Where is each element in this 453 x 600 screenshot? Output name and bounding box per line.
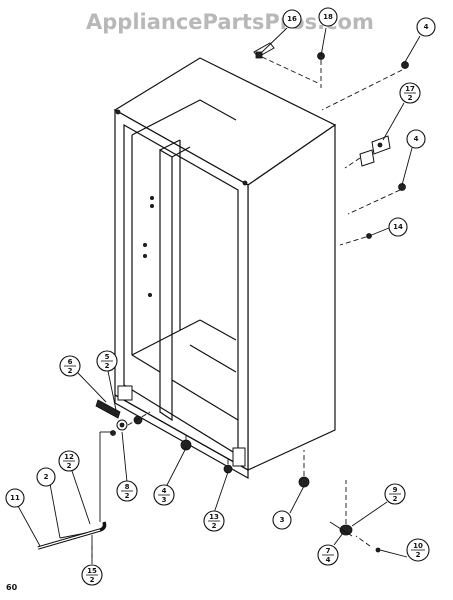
svg-text:4: 4 [326, 556, 331, 564]
callout-14: 14 [388, 217, 408, 237]
callout-10-2: 10 2 [406, 538, 430, 562]
callout-3: 3 [272, 510, 292, 530]
callout-4-side: 4 [406, 129, 426, 149]
svg-text:16: 16 [287, 15, 297, 23]
callout-9-2: 9 2 [384, 483, 406, 505]
svg-text:4: 4 [162, 487, 167, 495]
svg-text:2: 2 [68, 367, 73, 375]
svg-text:4: 4 [414, 135, 419, 143]
leveling-leg-left [133, 415, 143, 425]
center-mullion [159, 148, 173, 422]
callout-4-top: 4 [416, 17, 436, 37]
callout-2: 2 [36, 467, 56, 487]
callout-11: 11 [5, 488, 25, 508]
callout-6-2: 6 2 [59, 355, 81, 377]
inner-top-edge [131, 99, 237, 136]
callout-17-2: 17 2 [399, 82, 421, 104]
svg-text:9: 9 [393, 486, 398, 494]
callout-15-2: 15 2 [81, 564, 103, 586]
svg-text:2: 2 [105, 362, 110, 370]
svg-text:14: 14 [393, 223, 403, 231]
svg-text:4: 4 [424, 23, 429, 31]
screw-4-top [401, 61, 409, 69]
svg-text:2: 2 [44, 473, 49, 481]
cabinet-base [114, 393, 249, 480]
refrigerator-cabinet [113, 57, 337, 480]
svg-text:2: 2 [408, 94, 413, 102]
screw-8 [110, 430, 116, 436]
svg-text:2: 2 [416, 551, 421, 559]
svg-text:2: 2 [67, 462, 72, 470]
svg-text:11: 11 [10, 494, 20, 502]
right-roller-bracket [232, 447, 246, 467]
callout-16: 16 [282, 9, 302, 29]
front-roller-bracket [117, 385, 133, 401]
dashed-alignment-lines [91, 56, 403, 560]
svg-text:7: 7 [326, 547, 331, 555]
svg-text:13: 13 [209, 513, 219, 521]
water-tube-11 [37, 431, 112, 550]
svg-text:8: 8 [125, 483, 130, 491]
roller-bracket-6 [95, 399, 128, 431]
svg-text:15: 15 [87, 567, 97, 575]
svg-text:3: 3 [280, 516, 285, 524]
svg-text:3: 3 [162, 496, 167, 504]
screw-10 [375, 547, 381, 553]
svg-text:2: 2 [212, 522, 217, 530]
svg-text:2: 2 [393, 495, 398, 503]
svg-text:18: 18 [323, 13, 333, 21]
svg-text:2: 2 [90, 576, 95, 584]
callout-4-3: 4 3 [153, 484, 175, 506]
screw-13 [223, 464, 233, 474]
callout-12-2: 12 2 [58, 450, 80, 472]
callout-8-2: 8 2 [116, 480, 138, 502]
callout-18: 18 [318, 7, 338, 27]
svg-text:12: 12 [64, 453, 74, 461]
svg-text:6: 6 [68, 358, 73, 366]
page-number: 60 [6, 583, 18, 592]
callout-7-4: 7 4 [317, 544, 339, 566]
leveling-leg-3 [298, 476, 310, 488]
cabinet-side [247, 123, 336, 471]
callout-5-2: 5 2 [96, 350, 118, 372]
roller-assembly-7 [329, 521, 353, 537]
svg-text:10: 10 [413, 542, 423, 550]
callout-13-2: 13 2 [203, 510, 225, 532]
hinge-side [359, 135, 391, 167]
svg-text:17: 17 [405, 85, 415, 93]
svg-text:5: 5 [105, 353, 110, 361]
leader-lines [17, 27, 421, 564]
svg-text:2: 2 [125, 492, 130, 500]
